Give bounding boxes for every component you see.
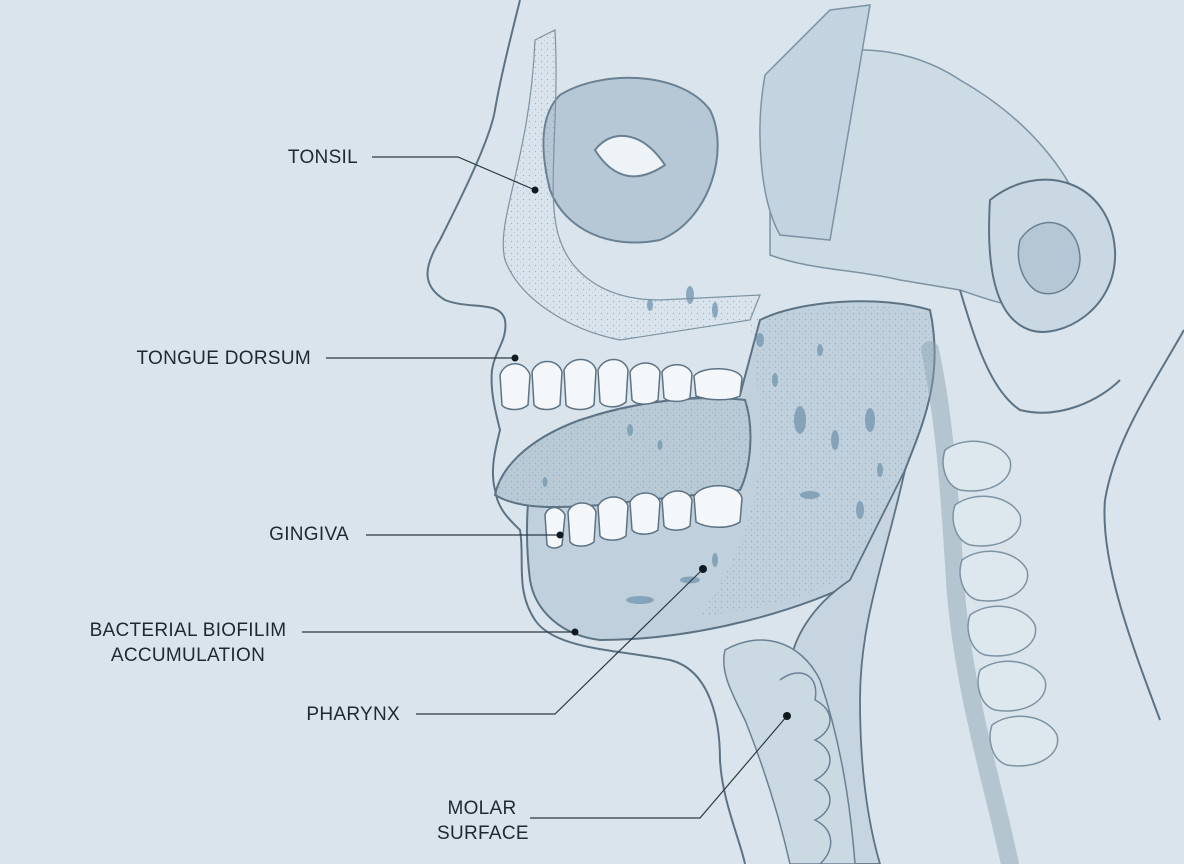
pharynx-leader — [416, 568, 704, 715]
tonsil-leader — [372, 156, 536, 191]
leader-lines — [302, 156, 788, 819]
pharynx-label: PHARYNX — [306, 702, 400, 727]
bacteria-cluster — [542, 286, 883, 604]
ear-inner-shape — [1017, 221, 1081, 295]
biofilm-label-line2: ACCUMULATION — [110, 645, 266, 666]
leader-dots — [511, 186, 791, 720]
biofilm-label-line1: BACTERIAL BIOFILIM — [89, 620, 287, 641]
gingiva-label: GINGIVA — [269, 522, 349, 547]
trachea-rings — [779, 672, 832, 864]
vertebrae — [942, 440, 1059, 767]
tonsil-dot — [531, 186, 539, 194]
gingiva-dot — [556, 531, 564, 539]
pharynx-dot — [699, 565, 707, 573]
esophagus-shape — [723, 639, 856, 864]
molar-surface-leader — [530, 715, 788, 819]
tongue-dorsum-dot — [511, 354, 519, 362]
tongue-dorsum-label: TONGUE DORSUM — [136, 346, 311, 371]
tongue-texture — [495, 398, 751, 508]
lower-teeth — [544, 485, 743, 549]
upper-teeth — [499, 358, 743, 411]
molar-surface-label-line2: SURFACE — [437, 823, 529, 844]
gingiva-label-text: GINGIVA — [269, 524, 349, 545]
head-back-outline — [959, 289, 1121, 414]
biofilm-label: BACTERIAL BIOFILIM ACCUMULATION — [86, 618, 290, 668]
biofilm-dot — [571, 628, 579, 636]
cheekbone-shape — [759, 4, 871, 241]
tonsil-label: TONSIL — [288, 145, 358, 170]
tonsil-label-text: TONSIL — [287, 147, 358, 168]
tongue-dorsum-label-text: TONGUE DORSUM — [136, 348, 311, 369]
eye-socket-shape — [593, 134, 667, 178]
molar-surface-label-line1: MOLAR — [447, 798, 517, 819]
pharynx-label-text: PHARYNX — [306, 704, 400, 725]
spinal-column-shape — [921, 341, 1019, 864]
face-profile-outline — [426, 0, 746, 864]
molar-surface-label: MOLAR SURFACE — [437, 796, 529, 846]
molar-surface-dot — [783, 712, 791, 720]
neck-outline — [1103, 329, 1184, 721]
